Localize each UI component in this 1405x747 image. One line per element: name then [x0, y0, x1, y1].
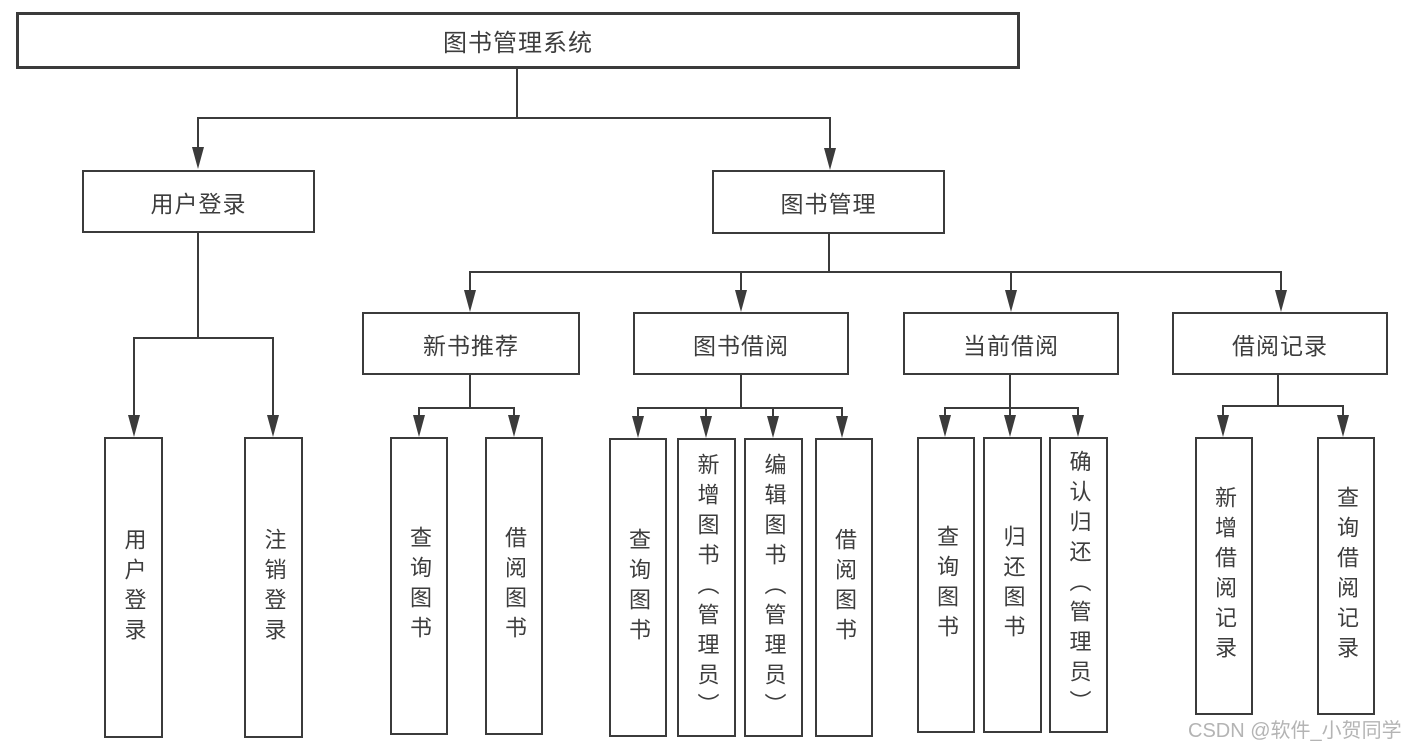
connector-recommend-drop — [469, 375, 471, 407]
connector-recommend-bar — [418, 407, 515, 409]
connector-user-bar — [133, 337, 274, 339]
leaf-borrowing-add-books-admin-label: 新增图书（管理员） — [694, 452, 720, 723]
arrow-head-borrowing-borrow — [836, 416, 848, 438]
arrow-head-recommend-query — [413, 415, 425, 437]
node-borrowing-records-label: 借阅记录 — [1232, 332, 1328, 359]
node-book-borrowing-label: 图书借阅 — [693, 332, 789, 359]
connector-borrowing-drop — [740, 375, 742, 407]
node-new-book-recommend-label: 新书推荐 — [423, 332, 519, 359]
connector-records-bar — [1222, 405, 1343, 407]
arrow-stub-records-query — [1342, 405, 1344, 417]
leaf-borrowing-query-books-label: 查询图书 — [626, 527, 651, 648]
leaf-recommend-borrow-books-label: 借阅图书 — [502, 526, 527, 646]
arrow-head-borrowing-records — [1275, 290, 1287, 312]
arrow-stub-borrowing-records — [1280, 271, 1282, 293]
arrow-head-borrowing-query — [632, 416, 644, 438]
arrow-stub-book-management — [829, 117, 831, 150]
connector-mgmt-bar — [469, 271, 1281, 273]
arrow-stub-current-confirm — [1077, 407, 1079, 417]
leaf-records-add-record: 新增借阅记录 — [1195, 437, 1253, 715]
node-user-login-label: 用户登录 — [150, 190, 247, 217]
arrow-head-current-return — [1004, 415, 1016, 437]
arrow-head-borrowing-edit — [767, 416, 779, 438]
node-book-management-label: 图书管理 — [780, 191, 877, 217]
arrow-head-leaf-user-login — [128, 415, 140, 437]
leaf-borrowing-add-books-admin: 新增图书（管理员） — [677, 438, 736, 737]
arrow-head-recommend-borrow — [508, 415, 520, 437]
arrow-stub-leaf-user-login — [133, 337, 135, 417]
leaf-logout-login-label: 注销登录 — [261, 527, 287, 648]
leaf-current-confirm-return-admin: 确认归还（管理员） — [1049, 437, 1108, 733]
leaf-recommend-borrow-books: 借阅图书 — [485, 437, 543, 735]
connector-current-bar — [944, 407, 1078, 409]
arrow-stub-borrowing-borrow — [841, 407, 843, 418]
leaf-records-query-record: 查询借阅记录 — [1317, 437, 1375, 715]
connector-borrowing-bar — [637, 407, 842, 409]
leaf-recommend-query-books-label: 查询图书 — [407, 526, 432, 646]
arrow-stub-book-borrowing — [740, 271, 742, 293]
arrow-stub-recommend-borrow — [513, 407, 515, 417]
leaf-borrowing-borrow-books-label: 借阅图书 — [832, 527, 857, 648]
arrow-head-borrowing-add — [700, 416, 712, 438]
arrow-head-records-query — [1337, 415, 1349, 437]
leaf-borrowing-edit-books-admin: 编辑图书（管理员） — [744, 438, 803, 737]
leaf-user-login-label: 用户登录 — [121, 527, 147, 648]
leaf-current-query-books: 查询图书 — [917, 437, 975, 733]
arrow-head-current-confirm — [1072, 415, 1084, 437]
node-user-login: 用户登录 — [82, 170, 315, 233]
arrow-stub-borrowing-edit — [772, 407, 774, 418]
connector-root-bar — [197, 117, 831, 119]
leaf-current-return-books: 归还图书 — [983, 437, 1042, 733]
leaf-user-login: 用户登录 — [104, 437, 163, 738]
arrow-stub-records-add — [1222, 405, 1224, 417]
node-library-system: 图书管理系统 — [16, 12, 1020, 69]
connector-mgmt-drop — [828, 234, 830, 271]
leaf-logout-login: 注销登录 — [244, 437, 303, 738]
csdn-watermark: CSDN @软件_小贺同学 — [1188, 720, 1402, 742]
leaf-borrowing-borrow-books: 借阅图书 — [815, 438, 873, 737]
arrow-head-user-login — [192, 147, 204, 169]
leaf-current-confirm-return-admin-label: 确认归还（管理员） — [1066, 450, 1092, 720]
node-book-management: 图书管理 — [712, 170, 945, 234]
arrow-stub-borrowing-query — [637, 407, 639, 418]
node-library-system-label: 图书管理系统 — [443, 30, 593, 57]
leaf-current-return-books-label: 归还图书 — [1000, 525, 1026, 645]
leaf-records-add-record-label: 新增借阅记录 — [1212, 486, 1237, 666]
arrow-stub-new-book-recommend — [469, 271, 471, 293]
leaf-borrowing-query-books: 查询图书 — [609, 438, 667, 737]
arrow-stub-leaf-logout — [272, 337, 274, 417]
node-current-borrowing-label: 当前借阅 — [963, 332, 1059, 359]
arrow-stub-current-borrowing — [1010, 271, 1012, 293]
node-book-borrowing: 图书借阅 — [633, 312, 849, 375]
leaf-current-query-books-label: 查询图书 — [934, 525, 959, 645]
leaf-borrowing-edit-books-admin-label: 编辑图书（管理员） — [761, 452, 787, 723]
arrow-head-current-query — [939, 415, 951, 437]
node-current-borrowing: 当前借阅 — [903, 312, 1119, 375]
arrow-head-records-add — [1217, 415, 1229, 437]
arrow-stub-current-query — [944, 407, 946, 417]
node-new-book-recommend: 新书推荐 — [362, 312, 580, 375]
arrow-stub-user-login — [197, 117, 199, 149]
arrow-head-current-borrowing — [1005, 290, 1017, 312]
arrow-head-book-borrowing — [735, 290, 747, 312]
arrow-head-new-book-recommend — [464, 290, 476, 312]
arrow-stub-borrowing-add — [705, 407, 707, 418]
connector-records-drop — [1277, 375, 1279, 405]
leaf-records-query-record-label: 查询借阅记录 — [1334, 486, 1359, 666]
leaf-recommend-query-books: 查询图书 — [390, 437, 448, 735]
connector-root-drop — [516, 69, 518, 117]
connector-current-drop — [1009, 375, 1011, 407]
node-borrowing-records: 借阅记录 — [1172, 312, 1388, 375]
arrow-stub-current-return — [1009, 407, 1011, 417]
arrow-head-book-management — [824, 148, 836, 170]
arrow-head-leaf-logout — [267, 415, 279, 437]
connector-user-drop — [197, 233, 199, 337]
arrow-stub-recommend-query — [418, 407, 420, 417]
